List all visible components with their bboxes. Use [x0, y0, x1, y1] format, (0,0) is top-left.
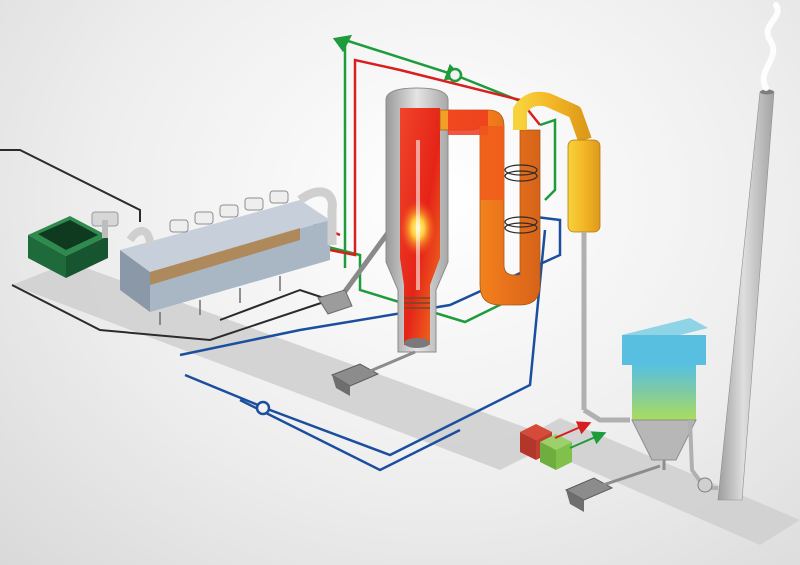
additive-silos — [520, 421, 607, 470]
fluidized-bed-furnace — [385, 87, 449, 353]
stack-smoke — [760, 2, 781, 91]
ash-container-right — [564, 464, 661, 512]
water-line-lower — [239, 398, 461, 472]
supply-lines — [299, 34, 531, 324]
exhaust-lines — [0, 149, 331, 342]
dryer-fans — [169, 190, 289, 233]
pump-symbol-blue — [255, 400, 271, 416]
silo-green — [540, 434, 572, 470]
feed-line-dryer — [219, 288, 331, 321]
fuel-hopper — [317, 289, 353, 315]
flue-gas-pass — [439, 109, 541, 306]
storage-bin — [28, 216, 108, 278]
fan-unit — [91, 211, 119, 238]
economizer — [513, 91, 630, 423]
induced-draft-fan — [697, 477, 713, 493]
heat-exchanger-coils — [504, 164, 538, 234]
ash-container-center — [330, 350, 416, 396]
belt-dryer — [120, 187, 337, 325]
filter-hopper — [631, 419, 697, 461]
furnace-grate — [404, 297, 430, 309]
supply-line-top — [332, 34, 531, 268]
fuel-conveyor — [317, 228, 393, 315]
ground-platforms — [12, 262, 800, 545]
dryer-exhaust-duct — [297, 187, 337, 245]
chimney-stack — [688, 2, 781, 501]
feed-line-left — [0, 149, 141, 222]
center-platform — [320, 370, 520, 455]
feed-line-bin — [11, 284, 331, 342]
supply-line-economizer — [539, 118, 557, 201]
dust-filter — [622, 318, 708, 470]
ash-bed — [404, 338, 430, 348]
dryer-legs — [159, 276, 281, 325]
right-platform — [520, 418, 800, 545]
water-line-middle — [184, 229, 547, 457]
pump-symbol-green — [447, 67, 463, 83]
supply-line-lower — [299, 238, 521, 324]
